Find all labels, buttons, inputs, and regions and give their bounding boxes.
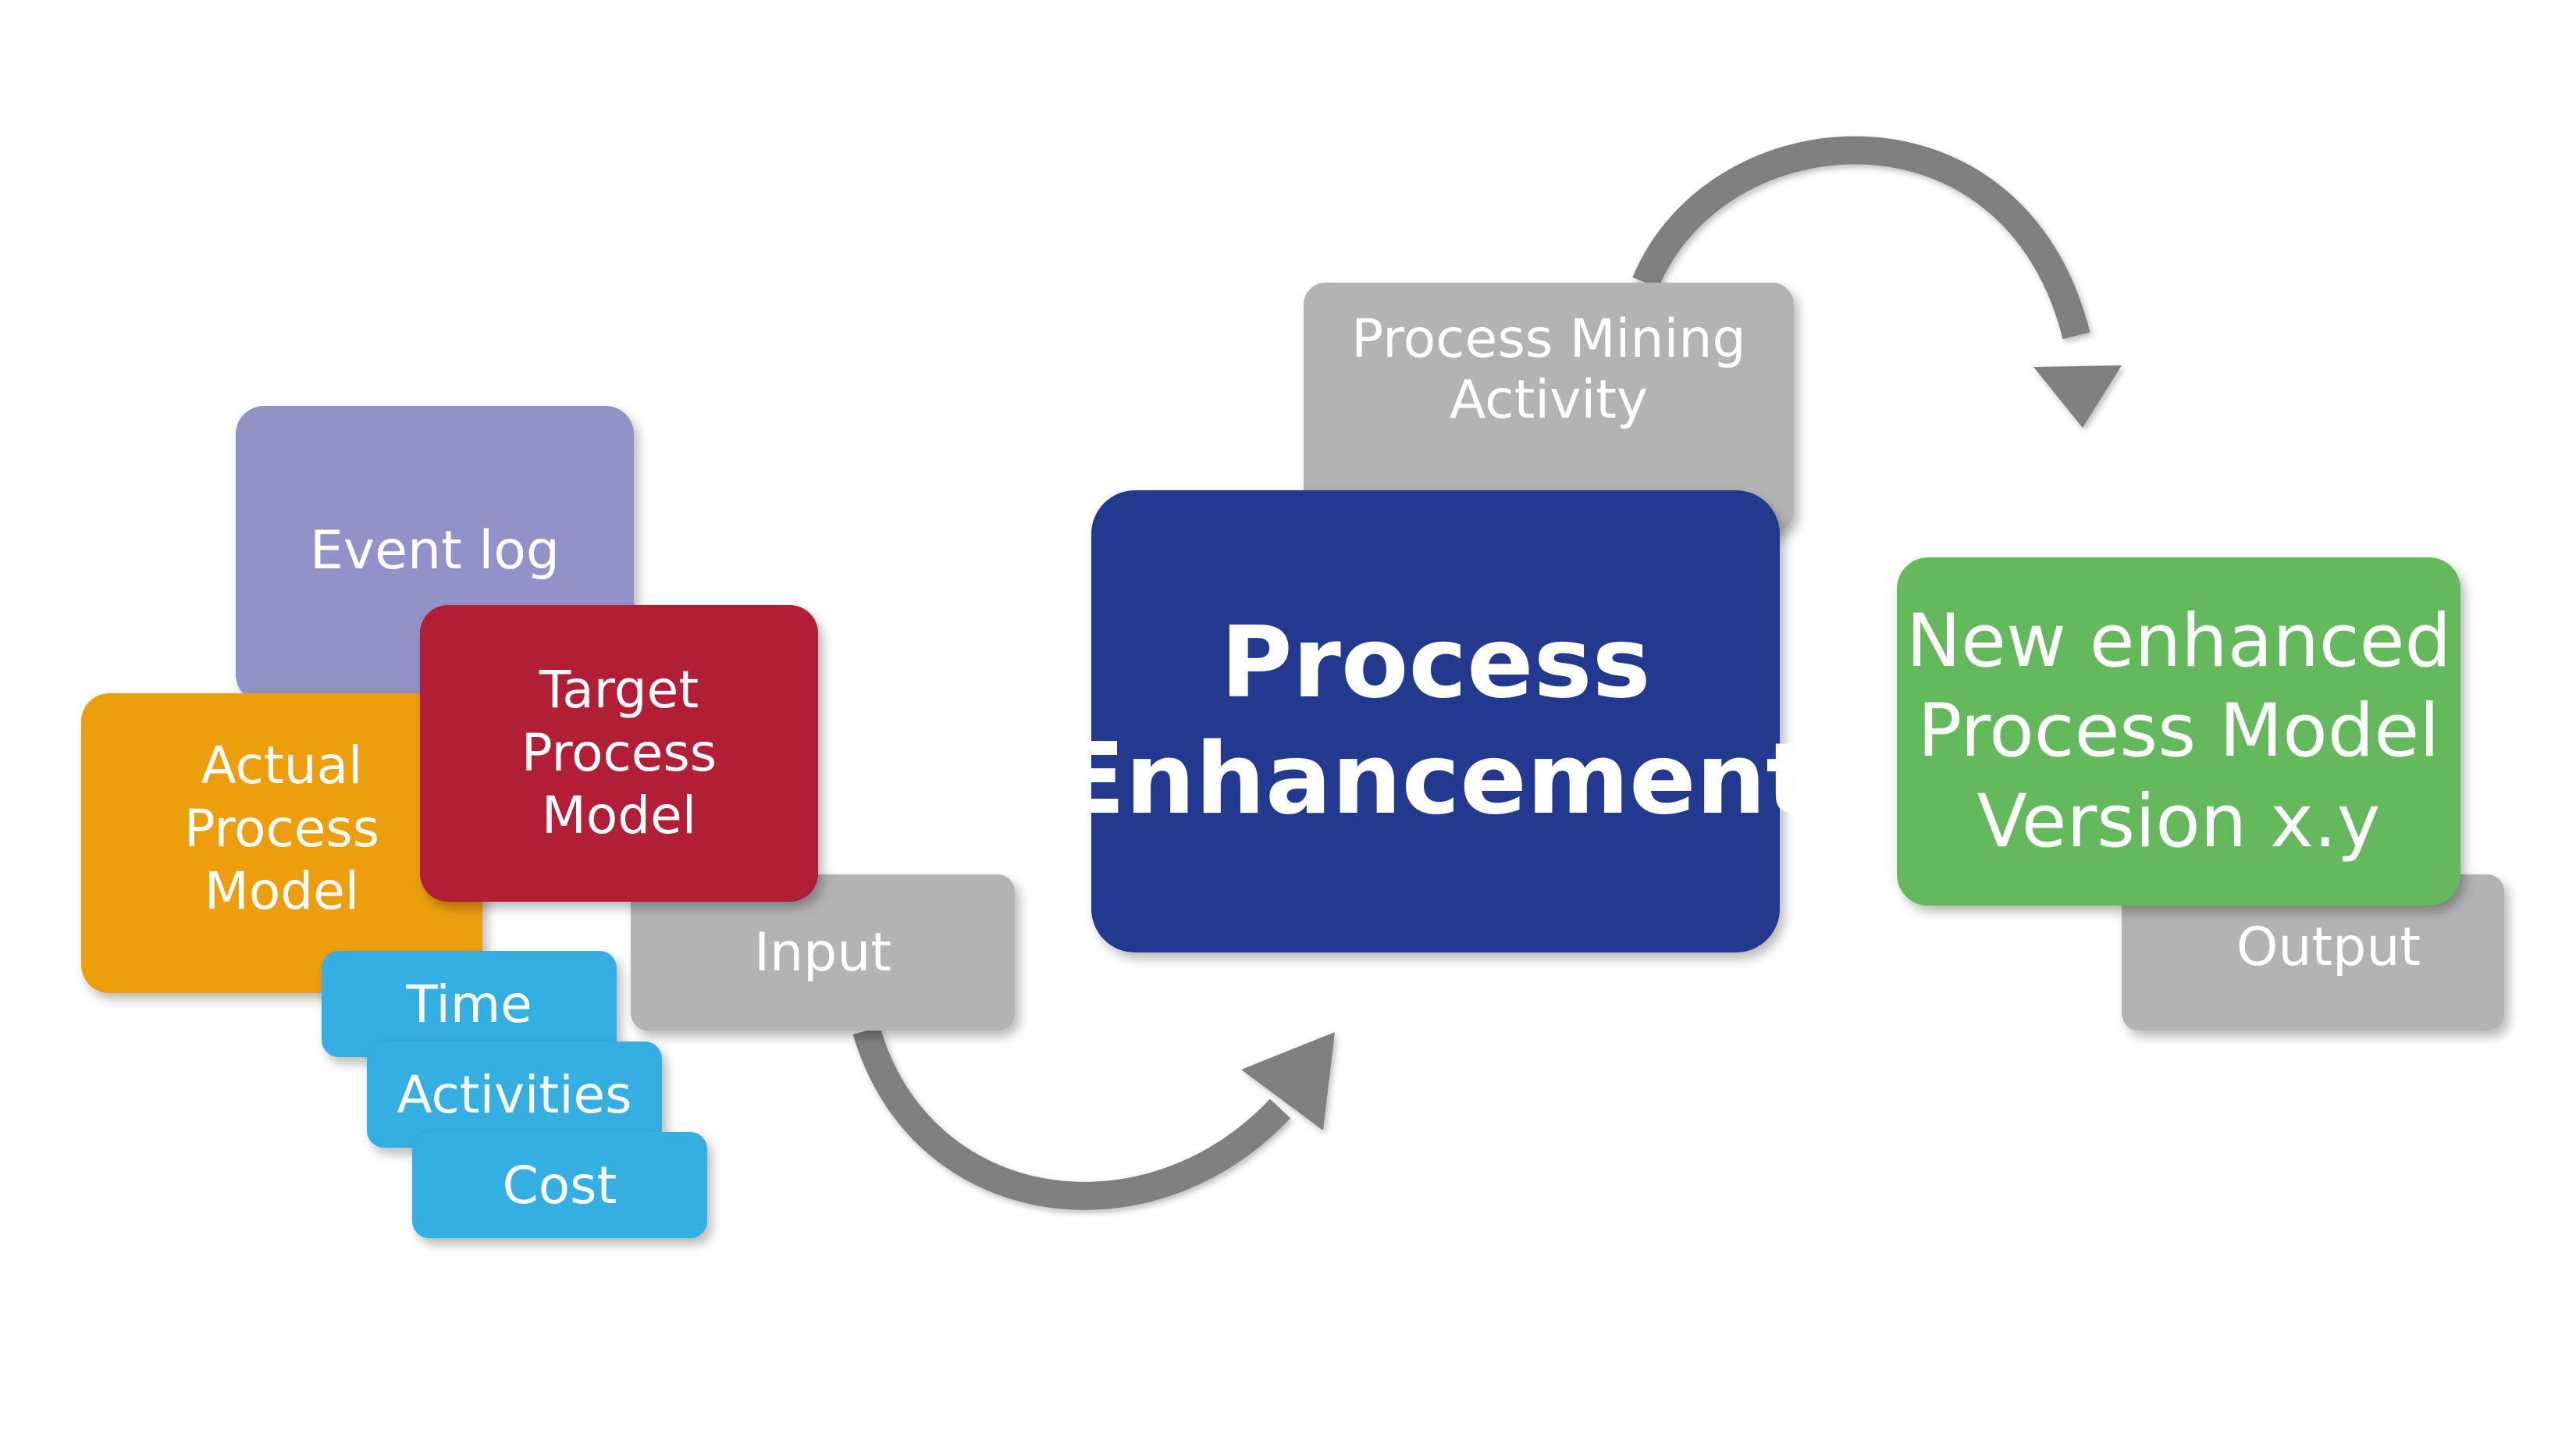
target-process-model-box: Target Process Model <box>420 605 818 902</box>
cost-tag: Cost <box>412 1132 707 1238</box>
target-process-model-label: Target Process Model <box>521 660 717 846</box>
actual-process-model-label: Actual Process Model <box>183 735 380 922</box>
process-enhancement-label: Process Enhancement <box>1058 605 1813 836</box>
cost-tag-label: Cost <box>502 1155 617 1216</box>
activities-tag-label: Activities <box>397 1064 632 1125</box>
new-enhanced-process-model-label: New enhanced Process Model Version x.y <box>1905 598 2452 864</box>
process-mining-activity-label: Process Mining Activity <box>1351 308 1746 431</box>
enhancement-to-output-arrow <box>1632 136 2122 428</box>
output-label: Output <box>2236 917 2421 978</box>
event-log-label: Event log <box>309 519 560 582</box>
process-enhancement-box: Process Enhancement <box>1058 490 1813 952</box>
time-tag-label: Time <box>406 974 532 1034</box>
activities-tag: Activities <box>367 1041 662 1148</box>
actual-process-model-box: Actual Process Model <box>81 693 482 993</box>
new-enhanced-process-model-box: New enhanced Process Model Version x.y <box>1897 557 2460 906</box>
input-to-enhancement-arrow <box>852 1026 1335 1210</box>
time-tag: Time <box>322 951 617 1057</box>
input-label: Input <box>753 921 892 984</box>
